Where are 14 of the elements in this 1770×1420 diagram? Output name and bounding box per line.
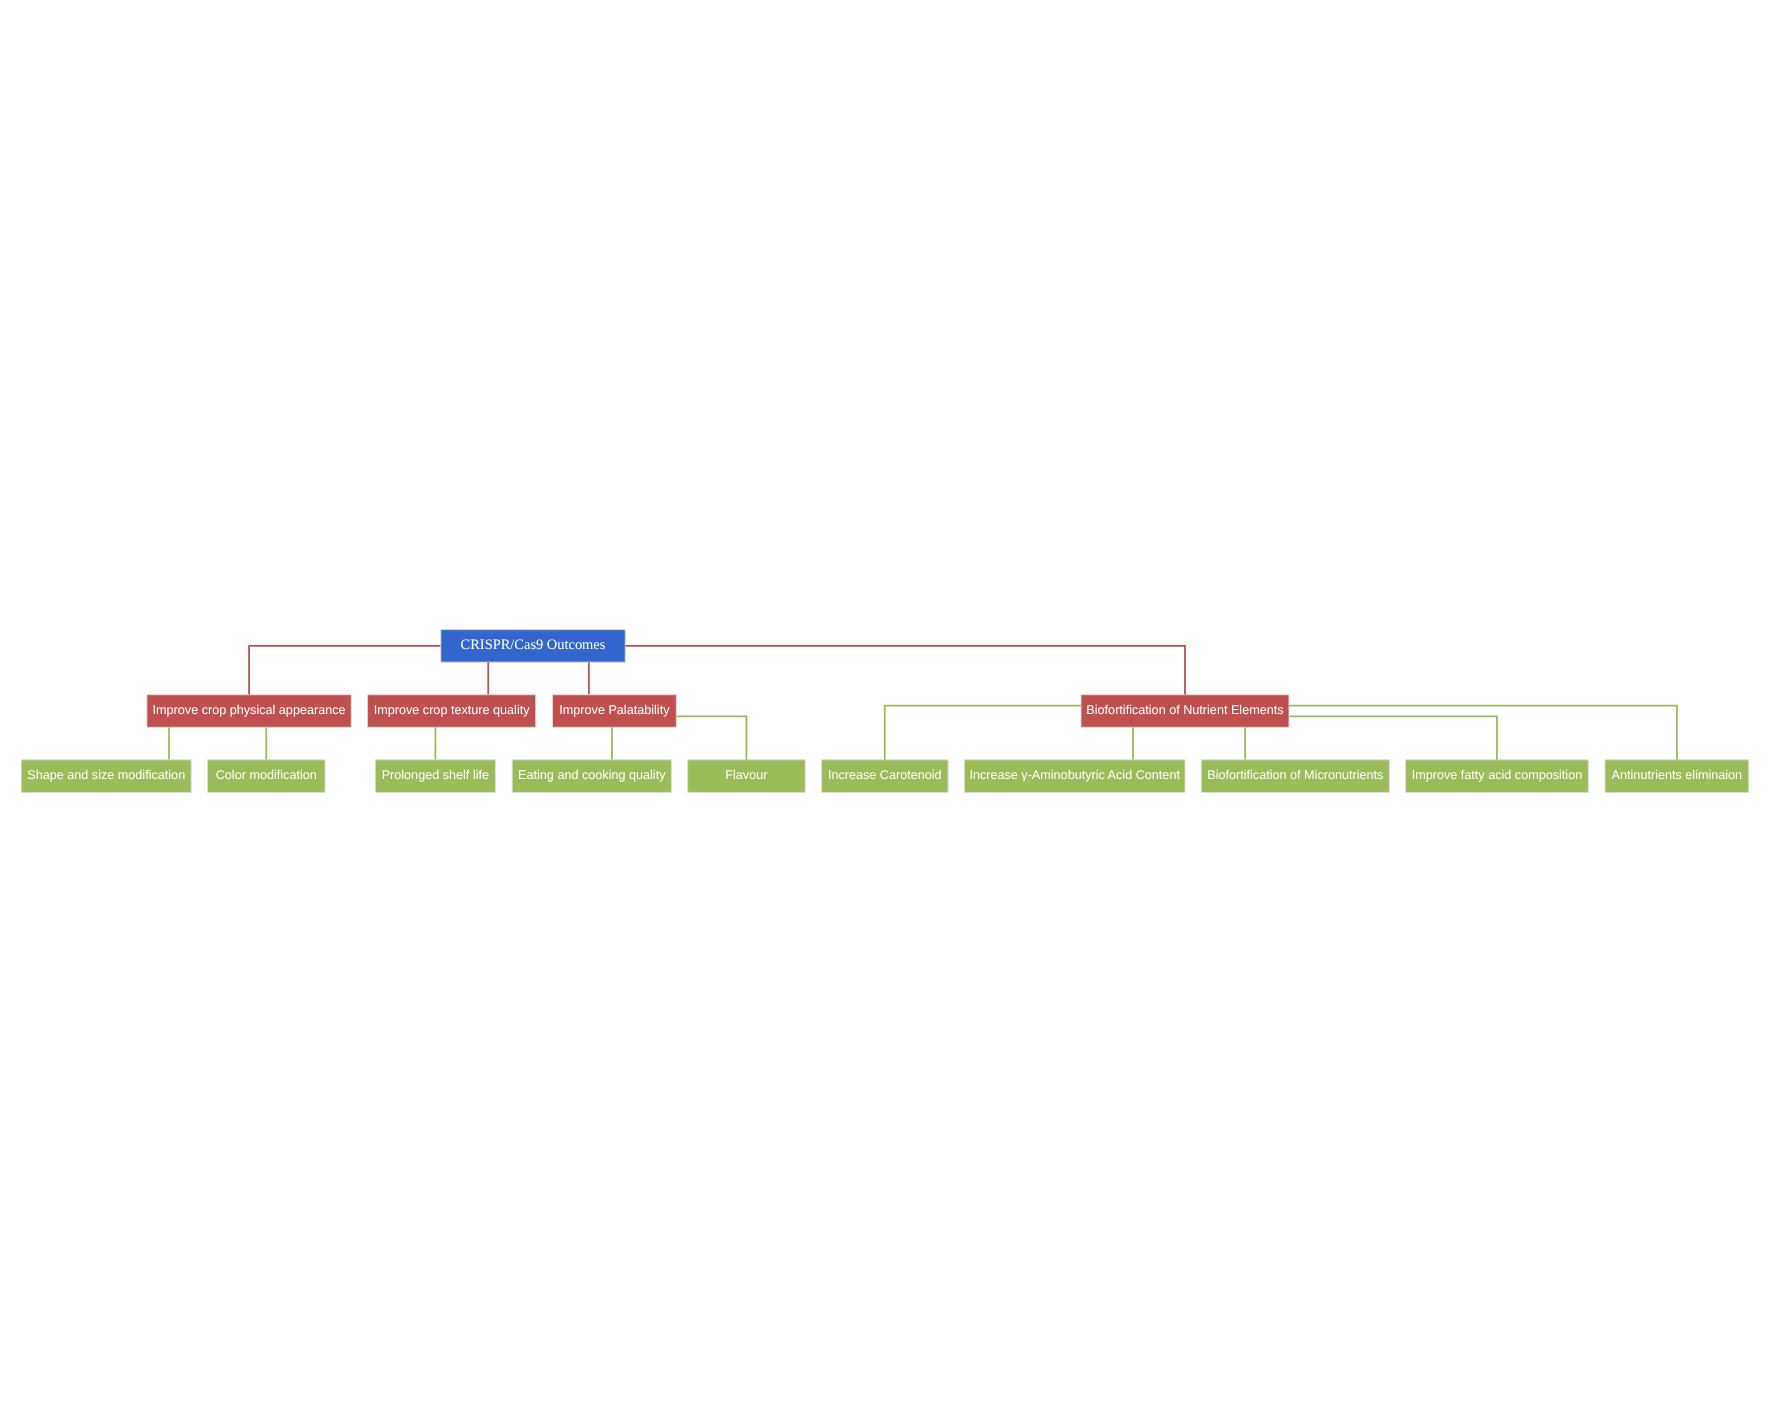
connector — [1288, 703, 1678, 760]
connector — [624, 644, 1186, 695]
connector — [248, 644, 442, 695]
connector — [1288, 714, 1498, 760]
connector — [1244, 725, 1247, 760]
connector — [611, 725, 613, 760]
connector — [883, 703, 1082, 760]
connector — [265, 725, 268, 760]
connector — [675, 714, 748, 760]
connector — [434, 725, 437, 760]
connector — [587, 660, 590, 695]
connector — [168, 725, 170, 760]
connector — [487, 660, 490, 695]
connector — [1132, 725, 1134, 760]
